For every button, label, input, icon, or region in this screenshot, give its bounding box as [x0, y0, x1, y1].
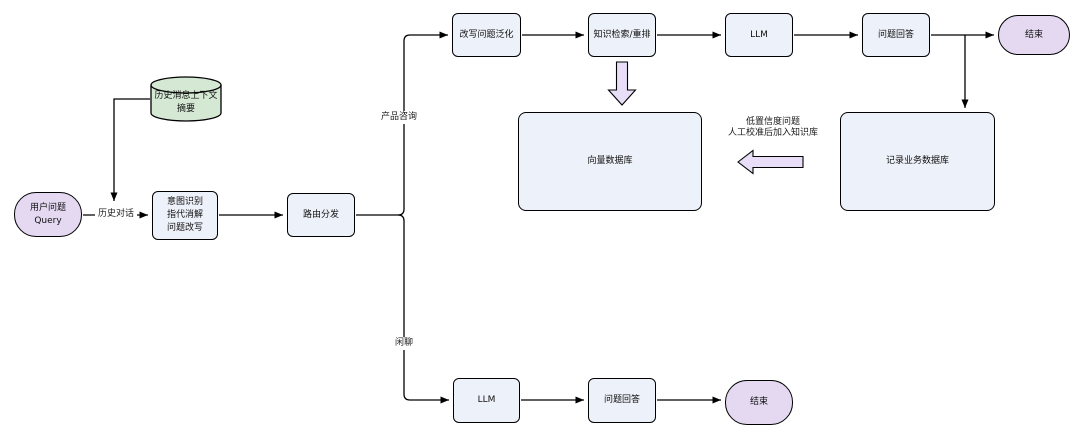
node-answer-bottom: 问题回答: [588, 378, 656, 423]
edge-label-history-dialog: 历史对话: [95, 208, 137, 221]
node-end-bottom: 结束: [725, 380, 793, 425]
node-history-summary-label: 历史消息上下文 摘要: [154, 91, 218, 114]
node-vector-db: 向量数据库: [518, 112, 702, 211]
node-user-query-line1: 用户问题: [29, 202, 66, 213]
node-rewrite-generalize: 改写问题泛化: [452, 13, 521, 57]
node-history-summary: 历史消息上下文 摘要: [150, 76, 222, 122]
edge-label-product-inquiry: 产品咨询: [378, 111, 420, 124]
node-answer-top: 问题回答: [862, 13, 930, 57]
edge-branch-down-chitchat: [397, 214, 449, 404]
node-intent: 意图识别 指代消解 问题改写: [152, 191, 218, 240]
node-llm-bottom: LLM: [453, 378, 520, 423]
node-router: 路由分发: [287, 193, 355, 237]
node-knowledge-retrieval: 知识检索/重排: [588, 13, 656, 57]
node-user-query: 用户问题 Query: [14, 192, 82, 237]
edge-branch-up-product: [397, 31, 448, 216]
node-end-top: 结束: [998, 15, 1070, 55]
node-llm-top: LLM: [725, 13, 793, 57]
node-record-db: 记录业务数据库: [840, 112, 995, 211]
down-block-arrow: [607, 61, 637, 106]
left-block-arrow: [737, 149, 804, 175]
node-user-query-line2: Query: [34, 215, 62, 226]
edge-summary-to-flow: [110, 98, 150, 201]
edge-label-chitchat: 闲聊: [392, 337, 416, 350]
edge-label-low-confidence: 低置信度问题 人工校准后加入知识库: [727, 117, 818, 138]
cylinder-icon: [150, 76, 222, 122]
